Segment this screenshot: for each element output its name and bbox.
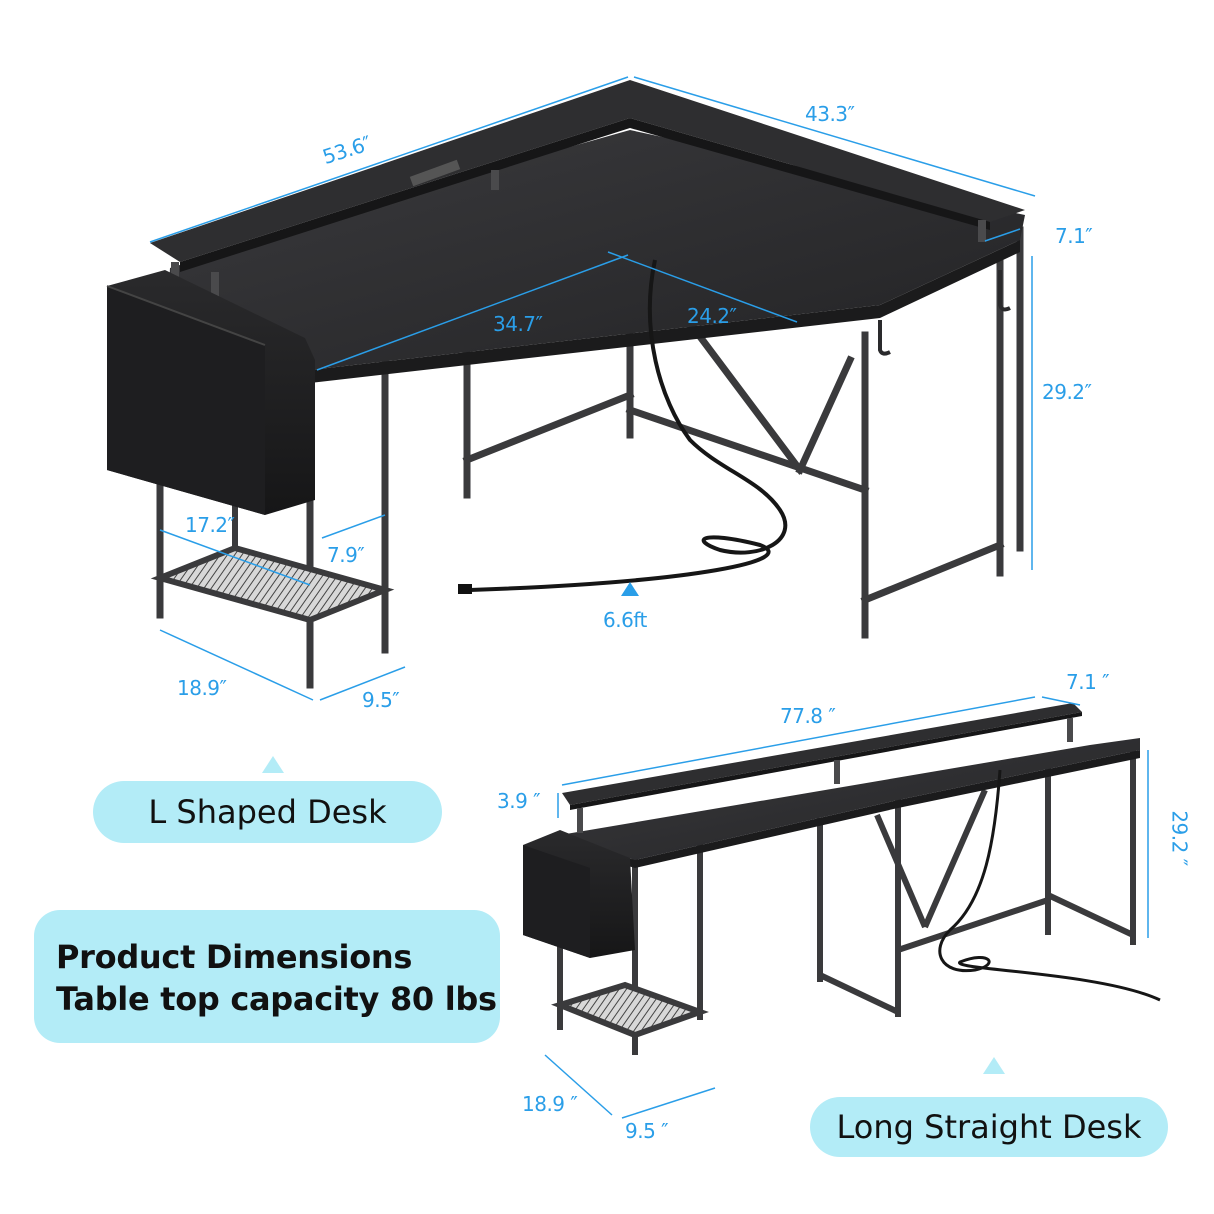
dim-right-length: 43.3″	[805, 102, 855, 126]
long-straight-desk-label: Long Straight Desk	[810, 1097, 1168, 1157]
cord-pointer-icon	[621, 582, 639, 596]
dim-cord-length: 6.6ft	[603, 608, 647, 632]
l-shaped-desk-label-text: L Shaped Desk	[148, 793, 387, 831]
dim-straight-shelf-depth: 7.1 ″	[1066, 670, 1110, 694]
dim-straight-length: 77.8 ″	[780, 704, 836, 728]
l-desk-side-shelf	[150, 500, 395, 624]
dim-straight-riser-height: 3.9 ″	[497, 789, 541, 813]
l-desk-top	[150, 80, 1025, 383]
l-desk-storage-bag	[106, 270, 315, 515]
dim-inner-left: 34.7″	[493, 312, 543, 336]
dim-straight-shelf-depth-unit: 9.5 ″	[625, 1119, 669, 1143]
table-capacity-text: Table top capacity 80 lbs	[56, 980, 497, 1018]
dim-inner-right: 24.2″	[687, 304, 737, 328]
straight-desk-dimension-lines	[544, 696, 1149, 1119]
dim-straight-height: 29.2 ″	[1167, 810, 1192, 866]
l-desk-power-cord	[469, 259, 788, 592]
dim-height: 29.2″	[1042, 380, 1092, 404]
product-dimensions-heading: Product Dimensions	[56, 938, 413, 976]
dim-straight-shelf-width: 18.9 ″	[522, 1092, 578, 1116]
straight-desk-pointer-icon	[983, 1057, 1005, 1074]
dim-shelf-unit-depth: 9.5″	[362, 688, 400, 712]
dim-shelf-depth: 7.1″	[1055, 224, 1093, 248]
l-desk-dimension-lines	[149, 76, 1036, 701]
product-info-box: Product Dimensions Table top capacity 80…	[34, 910, 500, 1043]
straight-desk-frame	[550, 740, 1136, 1055]
straight-desk-storage-bag	[523, 830, 635, 958]
straight-desk-top	[560, 703, 1140, 868]
straight-desk-power-cord	[938, 769, 1161, 1002]
l-desk-pointer-icon	[262, 756, 284, 773]
l-shaped-desk-label: L Shaped Desk	[93, 781, 442, 843]
dim-shelf-unit-width: 18.9″	[177, 676, 227, 700]
dim-shelf-unit-depth-inner: 7.9″	[327, 543, 365, 567]
long-straight-desk-label-text: Long Straight Desk	[836, 1108, 1142, 1146]
plug-icon	[458, 584, 472, 594]
dim-shelf-unit-inner: 17.2″	[185, 513, 235, 537]
